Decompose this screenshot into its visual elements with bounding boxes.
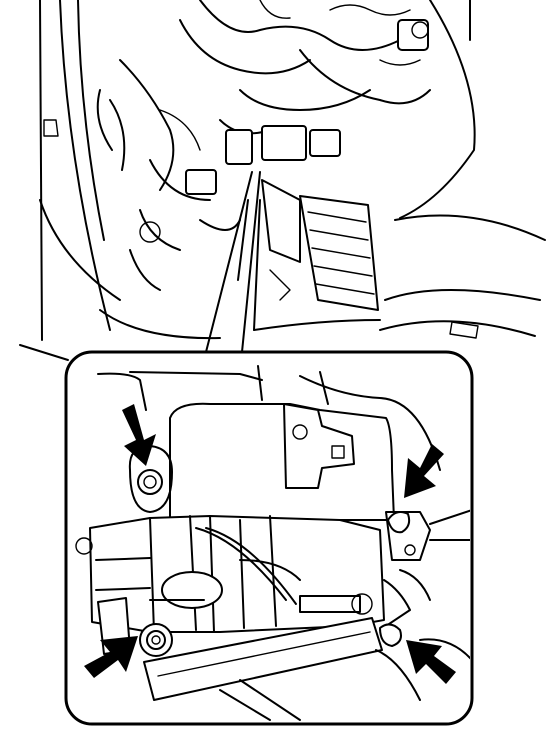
- leader-line-left: [205, 171, 253, 353]
- right-connector: [375, 509, 470, 701]
- trim-strip: [143, 617, 383, 701]
- leader-line-right: [241, 171, 261, 353]
- overview-view: [19, 0, 546, 361]
- bolt-upper-left: [128, 445, 173, 513]
- clip-lower-right: [379, 623, 402, 647]
- connector-main: [261, 125, 307, 161]
- connector-right: [309, 129, 341, 157]
- arrow-upper-left: [122, 404, 156, 466]
- clip-upper-right: [387, 511, 411, 534]
- detail-view: [64, 350, 474, 726]
- connector-center: [225, 129, 253, 165]
- actuator-assembly: [75, 515, 385, 633]
- arrow-lower-right: [406, 640, 456, 684]
- vent-tab-icon: [449, 321, 479, 339]
- arrow-upper-right: [404, 444, 444, 498]
- wire-harness: [96, 0, 431, 301]
- air-vent: [299, 195, 379, 311]
- module-housing: [169, 402, 395, 521]
- arrow-lower-left: [84, 636, 138, 678]
- connector-left: [185, 169, 217, 195]
- clip-icon: [43, 119, 59, 137]
